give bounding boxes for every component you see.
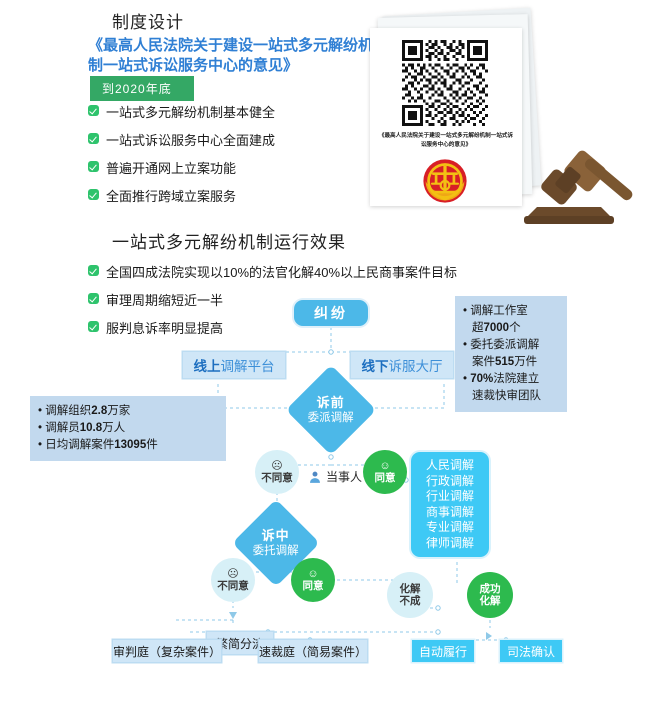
qr-code-icon xyxy=(402,40,488,126)
node-auto-perform-label: 自动履行 xyxy=(418,644,467,659)
check-icon xyxy=(88,189,99,200)
court-emblem-icon xyxy=(423,159,467,203)
smiley-face-icon: ☺ xyxy=(307,567,319,580)
document-illustration: 《最高人民法院关于建设一站式多元解纷机制一站式诉讼服务中心的意见》 xyxy=(360,6,650,224)
node-not-resolved[interactable]: 化解 不成 xyxy=(387,572,433,618)
stat-item: 调解员10.8万人 xyxy=(38,422,125,434)
mediation-type-list: 人民调解 行政调解 行业调解 商事调解 专业调解 律师调解 xyxy=(411,452,489,557)
node-offline-hall-rest: 诉服大厅 xyxy=(388,359,443,374)
node-inlitigation-line2: 委托调解 xyxy=(253,544,299,557)
list-item-label: 全面推行跨域立案服务 xyxy=(106,189,237,204)
deadline-badge: 到2020年底 xyxy=(90,76,194,101)
node-prelitigation-line2: 委派调解 xyxy=(308,411,354,424)
gavel-icon xyxy=(524,150,633,224)
stat-item: 调解工作室 xyxy=(463,305,528,317)
document-caption: 《最高人民法院关于建设一站式多元解纷机制一站式诉讼服务中心的意见》 xyxy=(378,133,514,148)
node-online-platform-rest: 调解平台 xyxy=(220,359,275,374)
list-item: 服判息诉率明显提高 xyxy=(88,318,508,337)
check-icon xyxy=(88,105,99,116)
stat-item: 委托委派调解 xyxy=(463,339,539,351)
node-online-platform[interactable]: 线上调解平台 xyxy=(183,352,285,378)
node-case-triage[interactable]: 繁简分流 xyxy=(207,632,273,654)
mediation-type-item: 行政调解 xyxy=(425,473,474,488)
node-offline-hall[interactable]: 线下诉服大厅 xyxy=(351,352,453,378)
check-icon xyxy=(88,161,99,172)
node-agree-prelitigation[interactable]: ☺ 同意 xyxy=(363,450,407,494)
stats-left-box: 调解组织2.8万家 调解员10.8万人 日均调解案件13095件 xyxy=(30,396,226,461)
check-icon xyxy=(88,265,99,276)
node-resolved-line2: 化解 xyxy=(479,595,501,607)
stat-item: 70%法院建立 xyxy=(463,373,539,385)
node-agree-inlitigation[interactable]: ☺ 同意 xyxy=(291,558,335,602)
node-online-platform-strong: 线上 xyxy=(193,359,221,374)
list-item-label: 全国四成法院实现以10%的法官化解40%以上民商事案件目标 xyxy=(106,265,458,280)
section-1-bullet-list: 一站式多元解纷机制基本健全 一站式诉讼服务中心全面建成 普遍开通网上立案功能 全… xyxy=(88,102,388,214)
list-item: 全面推行跨域立案服务 xyxy=(88,186,388,205)
list-item: 一站式诉讼服务中心全面建成 xyxy=(88,130,388,149)
sad-face-icon: ☹ xyxy=(227,567,239,580)
section-2-bullet-list: 全国四成法院实现以10%的法官化解40%以上民商事案件目标 审理周期缩短近一半 … xyxy=(88,262,508,346)
node-fast-court-label: 速裁庭（简易案件） xyxy=(259,644,368,659)
node-judicial-confirm[interactable]: 司法确认 xyxy=(500,640,562,662)
section-1-title: 制度设计 xyxy=(112,13,184,32)
mediation-type-item: 专业调解 xyxy=(425,520,474,534)
smiley-face-icon: ☺ xyxy=(379,459,391,472)
node-dispute[interactable]: 纠纷 xyxy=(294,300,368,326)
stat-item-cont: 速裁快审团队 xyxy=(472,390,541,402)
list-item: 一站式多元解纷机制基本健全 xyxy=(88,102,388,121)
document-title: 《最高人民法院关于建设一站式多元解纷机制一站式诉讼服务中心的意见》 xyxy=(88,37,374,74)
node-disagree-inlitigation[interactable]: ☹ 不同意 xyxy=(211,558,255,602)
stat-item: 调解组织2.8万家 xyxy=(38,405,130,417)
node-judicial-confirm-label: 司法确认 xyxy=(506,644,555,659)
list-item: 普遍开通网上立案功能 xyxy=(88,158,388,177)
node-auto-perform[interactable]: 自动履行 xyxy=(412,640,474,662)
sad-face-icon: ☹ xyxy=(271,459,283,472)
list-item-label: 一站式多元解纷机制基本健全 xyxy=(106,105,276,120)
list-item-label: 服判息诉率明显提高 xyxy=(106,321,224,336)
check-icon xyxy=(88,293,99,304)
list-item-label: 一站式诉讼服务中心全面建成 xyxy=(106,133,276,148)
node-resolved-line1: 成功 xyxy=(479,583,501,595)
node-fast-court[interactable]: 速裁庭（简易案件） xyxy=(259,640,367,662)
node-disagree-label-2: 不同意 xyxy=(217,579,249,592)
stat-item-cont: 超7000个 xyxy=(472,322,521,334)
stat-item: 日均调解案件13095件 xyxy=(38,439,158,451)
node-agree-label: 同意 xyxy=(374,471,396,484)
section-2-title: 一站式多元解纷机制运行效果 xyxy=(112,233,346,252)
party-label: 当事人 xyxy=(326,470,363,484)
list-item: 审理周期缩短近一半 xyxy=(88,290,508,309)
mediation-type-item: 人民调解 xyxy=(425,458,474,472)
list-item-label: 审理周期缩短近一半 xyxy=(106,293,224,308)
node-disagree-label: 不同意 xyxy=(261,471,293,484)
check-icon xyxy=(88,321,99,332)
person-icon xyxy=(310,471,320,483)
party-label-group: 当事人 xyxy=(308,468,362,485)
node-offline-hall-strong: 线下 xyxy=(361,359,389,374)
node-agree-label-2: 同意 xyxy=(302,579,324,592)
node-case-triage-label: 繁简分流 xyxy=(215,636,264,651)
node-inlitigation-line1: 诉中 xyxy=(261,527,290,543)
node-not-resolved-line1: 化解 xyxy=(399,583,421,595)
stat-item-cont: 案件515万件 xyxy=(472,356,538,368)
check-icon xyxy=(88,133,99,144)
node-trial-court[interactable]: 审判庭（复杂案件） xyxy=(113,640,221,662)
node-trial-court-label: 审判庭（复杂案件） xyxy=(113,644,222,659)
list-item: 全国四成法院实现以10%的法官化解40%以上民商事案件目标 xyxy=(88,262,508,281)
node-prelitigation-line1: 诉前 xyxy=(316,394,345,410)
node-resolved[interactable]: 成功 化解 xyxy=(467,572,513,618)
mediation-type-item: 商事调解 xyxy=(425,504,474,519)
node-not-resolved-line2: 不成 xyxy=(399,595,421,607)
mediation-type-item: 律师调解 xyxy=(425,535,474,550)
node-dispute-label: 纠纷 xyxy=(314,305,348,321)
mediation-type-item: 行业调解 xyxy=(425,489,474,503)
paper-sheet-front: 《最高人民法院关于建设一站式多元解纷机制一站式诉讼服务中心的意见》 xyxy=(370,28,633,224)
node-disagree-prelitigation[interactable]: ☹ 不同意 xyxy=(255,450,299,494)
list-item-label: 普遍开通网上立案功能 xyxy=(106,161,237,176)
stats-right-box: 调解工作室 超7000个 委托委派调解 案件515万件 70%法院建立 速裁快审… xyxy=(455,296,567,412)
